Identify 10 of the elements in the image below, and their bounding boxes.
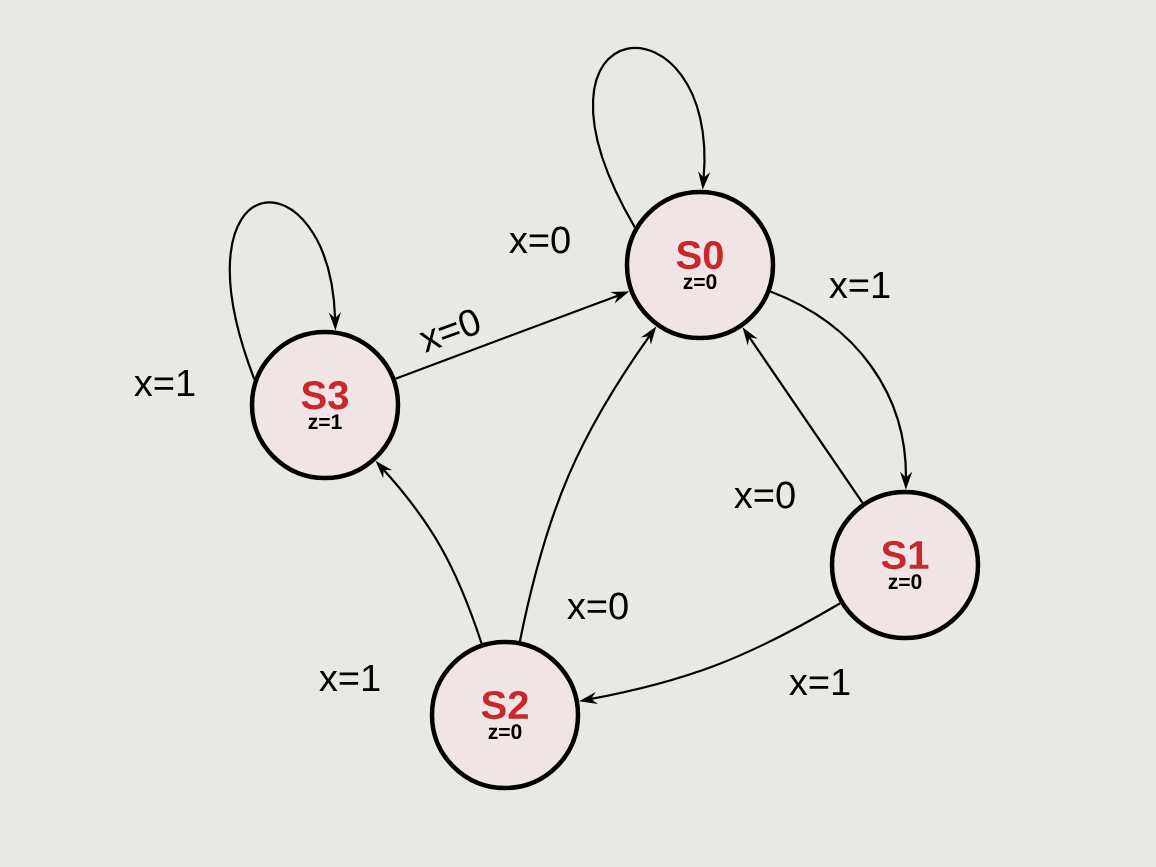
edge-label: x=1 [827,270,893,300]
edge-label: x=0 [507,225,573,255]
arrow [592,47,711,228]
edge-label: x=1 [317,663,383,693]
edge-label: x=1 [787,667,853,697]
arrow [229,202,342,380]
edge-label: x=0 [565,591,631,621]
edge-label: x=0 [414,305,486,355]
edge-label: x=1 [132,368,198,398]
edge-label: x=0 [732,480,798,510]
